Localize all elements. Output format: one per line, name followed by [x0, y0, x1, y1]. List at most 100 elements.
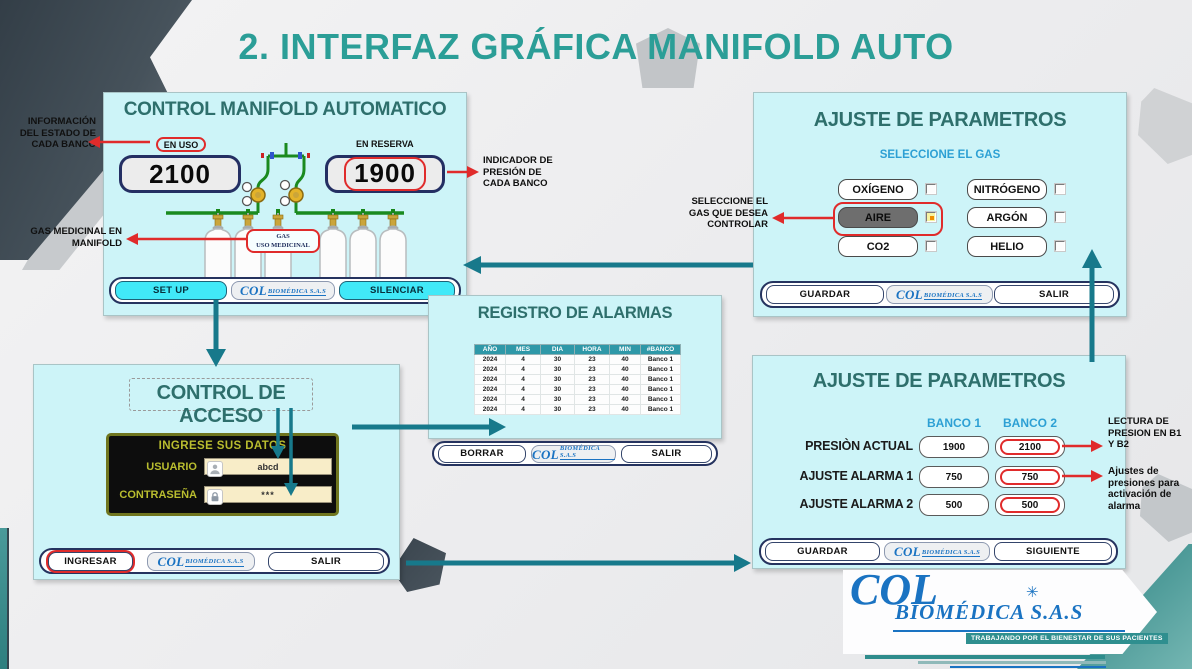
brand-line-2	[918, 661, 1106, 664]
pressure-display-reserve: 1900	[325, 155, 445, 193]
aire-highlight-ring	[833, 202, 943, 236]
background-hexagon-right-top	[1138, 88, 1192, 164]
b2-highlight-ring	[1000, 439, 1060, 455]
ingresar-button[interactable]: INGRESAR	[48, 551, 133, 571]
contrasena-label: CONTRASEÑA	[119, 489, 197, 501]
b2-highlight-ring	[1000, 469, 1060, 485]
borrar-button[interactable]: BORRAR	[438, 444, 526, 463]
annotation-lectura-presion: LECTURA DE PRESION EN B1 Y B2	[1108, 416, 1182, 450]
en-uso-badge: EN USO	[156, 137, 206, 152]
panel-title: CONTROL MANIFOLD AUTOMATICO	[123, 99, 447, 120]
presion-actual-b1[interactable]: 1900	[919, 436, 989, 458]
annotation-indicador-presion: INDICADOR DE PRESIÓN DE CADA BANCO	[483, 155, 553, 189]
banco1-header: BANCO 1	[926, 416, 981, 430]
checkbox-argon[interactable]	[1055, 212, 1065, 222]
presion-actual-b2[interactable]: 2100	[995, 436, 1065, 458]
brand-col-text: COL	[850, 565, 938, 614]
banco2-header: BANCO 2	[1002, 416, 1057, 430]
alarma1-b1[interactable]: 750	[919, 466, 989, 488]
checkbox-nitrogeno[interactable]	[1055, 184, 1065, 194]
annotation-ajustes-alarma: Ajustes de presiones para activación de …	[1108, 466, 1180, 512]
row-label: PRESIÒN ACTUAL	[805, 439, 913, 453]
brand-line-3	[950, 666, 1106, 668]
panel-ajuste-parametros: AJUSTE DE PARAMETROS BANCO 1 BANCO 2 PRE…	[752, 355, 1126, 569]
flow-arrow-gas-to-manifold	[463, 256, 753, 274]
alarma1-b2[interactable]: 750	[995, 466, 1065, 488]
manifold-diagram	[166, 143, 407, 281]
en-reserva-label: EN RESERVA	[356, 139, 414, 149]
checkbox-oxigeno[interactable]	[926, 184, 936, 194]
slide-title: 2. INTERFAZ GRÁFICA MANIFOLD AUTO	[238, 26, 954, 67]
checkbox-aire[interactable]	[926, 212, 936, 222]
silenciar-button[interactable]: SILENCIAR	[339, 281, 455, 300]
annotation-seleccione-gas: SELECCIONE EL GAS QUE DESEA CONTROLAR	[688, 196, 768, 230]
brand-line-1	[865, 655, 1105, 659]
annotation-gas-medicinal: GAS MEDICINAL EN MANIFOLD	[30, 226, 122, 249]
usuario-value: abcd	[257, 461, 279, 472]
contrasena-value: ***	[261, 489, 275, 500]
panel-title: REGISTRO DE ALARMAS	[477, 304, 673, 322]
background-left-strip	[0, 528, 9, 669]
salir-button[interactable]: SALIR	[621, 444, 712, 463]
gas-button-aire[interactable]: AIRE	[838, 207, 918, 228]
alarma2-b2[interactable]: 500	[995, 494, 1065, 516]
salir-button[interactable]: SALIR	[994, 285, 1114, 304]
lock-icon	[207, 488, 223, 505]
guardar-button[interactable]: GUARDAR	[765, 542, 880, 561]
panel-title: AJUSTE DE PARAMETROS	[813, 109, 1067, 131]
setup-button[interactable]: SET UP	[115, 281, 227, 300]
siguiente-button[interactable]: SIGUIENTE	[994, 542, 1112, 561]
salir-button[interactable]: SALIR	[268, 551, 384, 571]
gas-tag-line2: USO MEDICINAL	[256, 241, 310, 249]
pressure-display-in-use: 2100	[119, 155, 241, 193]
panel-title: CONTROL DE ACCESO	[156, 382, 286, 427]
panel-control-acceso: CONTROL DE ACCESO INGRESE SUS DATOS USUA…	[33, 364, 400, 580]
user-icon	[207, 460, 223, 477]
alarma2-b1[interactable]: 500	[919, 494, 989, 516]
brand-underline	[893, 630, 1125, 632]
flow-arrow-access-to-params	[406, 554, 751, 572]
panel-title: AJUSTE DE PARAMETROS	[812, 370, 1066, 392]
login-form: INGRESE SUS DATOS USUARIO abcd CONTRASEÑ…	[106, 433, 339, 516]
gas-button-nitrogeno[interactable]: NITRÓGENO	[967, 179, 1047, 200]
access-title-box: CONTROL DE ACCESO	[129, 378, 313, 427]
brand-biomedica-text: BIOMÉDICA S.A.S	[895, 600, 1084, 624]
guardar-button[interactable]: GUARDAR	[766, 285, 884, 304]
gas-button-oxigeno[interactable]: OXÍGENO	[838, 179, 918, 200]
checkbox-helio[interactable]	[1055, 241, 1065, 251]
b2-highlight-ring	[1000, 497, 1060, 513]
form-title: INGRESE SUS DATOS	[158, 440, 287, 452]
pressure-reserve-highlight: 1900	[344, 157, 426, 191]
gas-button-co2[interactable]: CO2	[838, 236, 918, 257]
usuario-label: USUARIO	[146, 461, 197, 473]
checkbox-co2[interactable]	[926, 241, 936, 251]
col-logo: COL	[239, 283, 267, 298]
contrasena-input[interactable]: ***	[204, 486, 332, 505]
gas-button-argon[interactable]: ARGÓN	[967, 207, 1047, 228]
annotation-estado-banco: INFORMACIÓN DEL ESTADO DE CADA BANCO	[19, 116, 96, 150]
gas-button-helio[interactable]: HELIO	[967, 236, 1047, 257]
select-gas-subtitle: SELECCIONE EL GAS	[879, 149, 1001, 161]
usuario-input[interactable]: abcd	[204, 458, 332, 477]
gas-uso-medicinal-tag: GAS USO MEDICINAL	[246, 229, 320, 253]
background-pentagon-mid	[392, 538, 446, 592]
